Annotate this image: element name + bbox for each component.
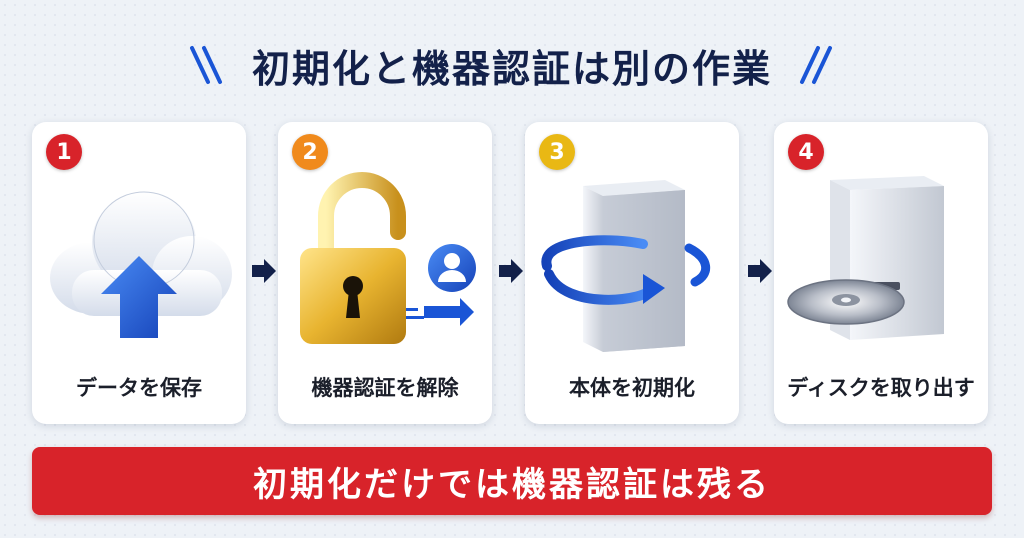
step-card-1: 1 データを保存 bbox=[32, 122, 246, 424]
step-number-badge: 1 bbox=[46, 134, 82, 170]
step-card-3: 3 本体を初期化 bbox=[525, 122, 739, 424]
cloud-upload-icon bbox=[50, 191, 232, 338]
unlocked-padlock-icon bbox=[300, 172, 476, 344]
page-header: 初期化と機器認証は別の作業 bbox=[0, 30, 1024, 100]
next-arrow-icon bbox=[499, 259, 523, 283]
banner-text: 初期化だけでは機器認証は残る bbox=[253, 464, 771, 505]
step-label: 本体を初期化 bbox=[569, 376, 695, 400]
device-reset-icon bbox=[541, 180, 710, 352]
step-label: 機器認証を解除 bbox=[311, 376, 459, 400]
step-card-2: 2 機器認証を解除 bbox=[278, 122, 492, 424]
next-arrow-icon bbox=[252, 259, 276, 283]
next-arrow-icon bbox=[748, 259, 772, 283]
step-label: データを保存 bbox=[76, 376, 202, 400]
step-card-4: 4 ディスクを取り出す bbox=[774, 122, 988, 424]
step-label: ディスクを取り出す bbox=[787, 376, 975, 400]
step-number-badge: 2 bbox=[292, 134, 328, 170]
step-number-badge: 3 bbox=[539, 134, 575, 170]
warning-banner: 初期化だけでは機器認証は残る bbox=[32, 447, 992, 515]
right-emphasis-icon bbox=[800, 46, 832, 84]
disc-eject-icon bbox=[787, 176, 944, 340]
left-emphasis-icon bbox=[189, 46, 222, 84]
page-title: 初期化と機器認証は別の作業 bbox=[251, 46, 772, 91]
step-number-badge: 4 bbox=[788, 134, 824, 170]
